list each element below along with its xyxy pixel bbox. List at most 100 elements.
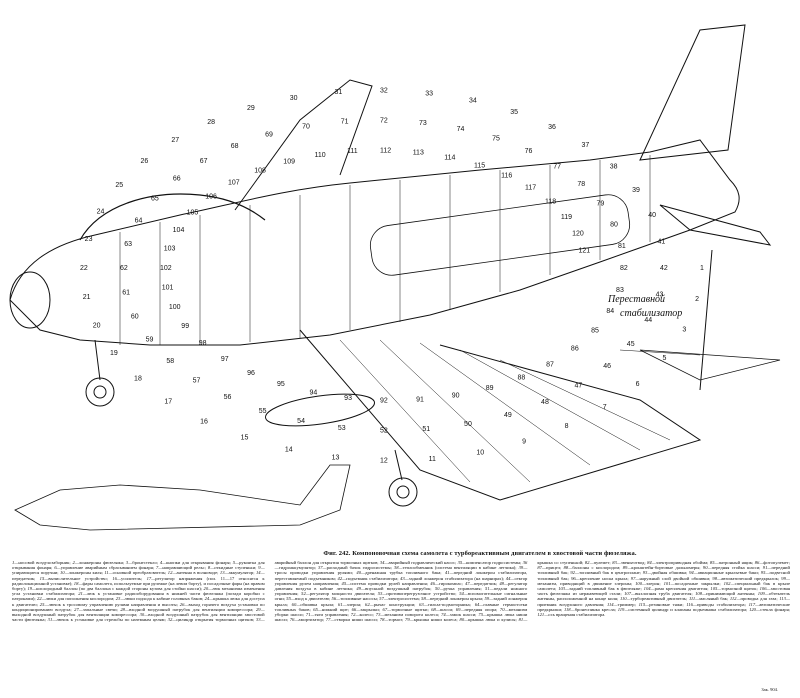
legend-text: стекла фонаря; xyxy=(760,606,790,612)
legend-number: 4— xyxy=(159,560,167,565)
legend-item: 42—подъемник стабилизатора; xyxy=(338,576,401,581)
legend-number: 105— xyxy=(710,586,722,592)
legend-text: люк к установке радиооборудования в нижн… xyxy=(12,591,265,602)
legend-text: электросистема; xyxy=(387,596,422,602)
legend-item: 119—системный цилиндр и клапаны подъемни… xyxy=(618,607,749,612)
legend-number: 23— xyxy=(115,596,125,602)
legend-item: 32—цилиндр открытия тормозных щитков; xyxy=(168,617,256,622)
legend-number: 84— xyxy=(647,560,656,565)
legend-number: 7— xyxy=(156,565,163,571)
legend-number: 114— xyxy=(607,601,618,607)
legend-item: 51—педали ножного управления; xyxy=(275,586,528,596)
legend-text: лючок к установке для стрельбы по наземн… xyxy=(56,617,168,623)
legend-item: 20—люк механизма изменения угла установк… xyxy=(12,586,265,596)
legend-item: 95—подвесной топливный бак; xyxy=(537,570,790,580)
legend-number: 12— xyxy=(167,570,177,576)
legend-item: 84—электроприводная обойма; xyxy=(647,560,710,565)
callout-5: 5 xyxy=(662,355,666,362)
callout-12: 12 xyxy=(380,458,388,465)
legend-text: аварийный гидравлический насос; xyxy=(388,560,458,565)
legend-number: 74— xyxy=(441,612,450,618)
legend-number: 10— xyxy=(60,570,69,576)
callout-65: 65 xyxy=(151,196,159,203)
legend-number: 36— xyxy=(274,560,528,571)
legend-item: 23—люки подхода к кабине головных баков; xyxy=(116,596,205,601)
callout-8: 8 xyxy=(565,423,569,430)
legend-number: 43— xyxy=(400,575,409,581)
callout-36: 36 xyxy=(548,124,556,131)
legend-text: кислородный баллон (по два баллона с каж… xyxy=(36,586,204,592)
legend-text: звеньеотвод; xyxy=(620,560,648,565)
legend-text: масляный бак; xyxy=(699,596,730,602)
legend-number: 64— xyxy=(474,601,484,607)
callout-98: 98 xyxy=(199,340,207,347)
legend-item: 31—лючок к установке для стрельбы по наз… xyxy=(48,617,168,622)
legend-number: 55— xyxy=(286,596,295,602)
legend-text: сектор управления рулем направления; xyxy=(274,575,528,586)
legend-item: 69—передняя опора; xyxy=(456,607,500,612)
legend-item: 9—упирающиеся поручни; xyxy=(12,565,265,575)
legend-item: 101—посадочные закрылки; xyxy=(664,581,724,586)
legend-item: 94—авиационные крыльевые баки; xyxy=(689,570,761,575)
legend-item: 107—выхлопная труба двигателя; xyxy=(624,591,695,596)
legend-number: 67— xyxy=(382,606,392,612)
legend-number: 113— xyxy=(779,596,790,602)
legend-item: 73—механизм поворота колеса; xyxy=(376,612,441,617)
callout-103: 103 xyxy=(164,246,176,253)
callout-48: 48 xyxy=(541,399,549,406)
callout-92: 92 xyxy=(380,398,388,405)
nose-landing-gear xyxy=(85,339,115,407)
legend-item: 110—турбореактивный двигатель; xyxy=(620,596,689,601)
legend-item: 93—двойная обшивка; xyxy=(643,570,689,575)
legend-number: 81— xyxy=(518,617,528,623)
legend-text: крышка люка и кулисы; xyxy=(468,617,519,623)
legend-item: 28—входной воздушный патрубок для вентил… xyxy=(120,607,256,612)
legend-text: тормозной щиток; xyxy=(721,586,760,592)
legend-item: 79—крышка ниши колеса; xyxy=(405,617,459,622)
callout-116: 116 xyxy=(501,172,512,179)
legend-number: 116— xyxy=(686,601,697,607)
legend-number: 79— xyxy=(405,617,414,623)
legend-item: 106—хвостовая часть фюзеляжа из нержавею… xyxy=(537,586,790,596)
legend-item: 39—тросы проводки управления рулями; xyxy=(275,565,528,575)
callout-91: 91 xyxy=(416,397,424,404)
legend-number: 102— xyxy=(723,580,735,586)
legend-text: приемник воздушного давления; xyxy=(537,601,607,607)
legend-number: 42— xyxy=(337,575,347,581)
legend-item: 61—элерон; xyxy=(338,602,365,607)
callout-19: 19 xyxy=(110,350,118,357)
legend-number: 47— xyxy=(465,580,474,586)
legend-number: 29— xyxy=(255,606,265,612)
legend-item: 82—пулемет; xyxy=(585,560,612,565)
legend-number: 68— xyxy=(431,606,440,612)
legend-item: 26—выход горячего воздуха установки по к… xyxy=(12,602,265,612)
legend-text: крышка со ступенькой; xyxy=(537,560,585,565)
legend-number: 3— xyxy=(125,560,133,565)
legend-text: задний лонжерон стабилизатора (на шарнир… xyxy=(408,575,506,581)
legend-number: 48— xyxy=(499,580,509,586)
callout-120: 120 xyxy=(572,231,584,238)
legend-number: 21— xyxy=(78,591,87,597)
legend-item: 120—стекла фонаря; xyxy=(749,607,790,612)
legend-text: люк механизма изменения угла установки с… xyxy=(12,586,265,597)
callout-88: 88 xyxy=(518,375,526,382)
legend-text: люки для пополнения кислородом; xyxy=(45,596,116,602)
callout-70: 70 xyxy=(302,123,310,130)
legend-number: 82— xyxy=(584,560,594,565)
callout-44: 44 xyxy=(644,317,652,324)
legend-text: вспомогательные сигнальные огни; xyxy=(274,591,528,602)
legend-text: гирокомпас; xyxy=(438,580,466,586)
legend-item: 111—масляный бак; xyxy=(689,596,730,601)
legend-item: 30—входной воздушный патрубок для вентил… xyxy=(12,612,265,622)
callout-114: 114 xyxy=(444,155,455,162)
legend-item: 46—гирокомпас; xyxy=(430,581,465,586)
callout-11: 11 xyxy=(429,456,436,463)
legend-number: 107— xyxy=(624,591,636,597)
legend-number: 57— xyxy=(379,596,388,602)
legend-number: 28— xyxy=(120,606,130,612)
callout-23: 23 xyxy=(85,236,93,243)
callout-13: 13 xyxy=(332,454,340,461)
legend-number: 50— xyxy=(434,586,444,592)
legend-text: триммер; xyxy=(617,601,639,607)
legend-item: 76—амортизатор; xyxy=(290,617,326,622)
